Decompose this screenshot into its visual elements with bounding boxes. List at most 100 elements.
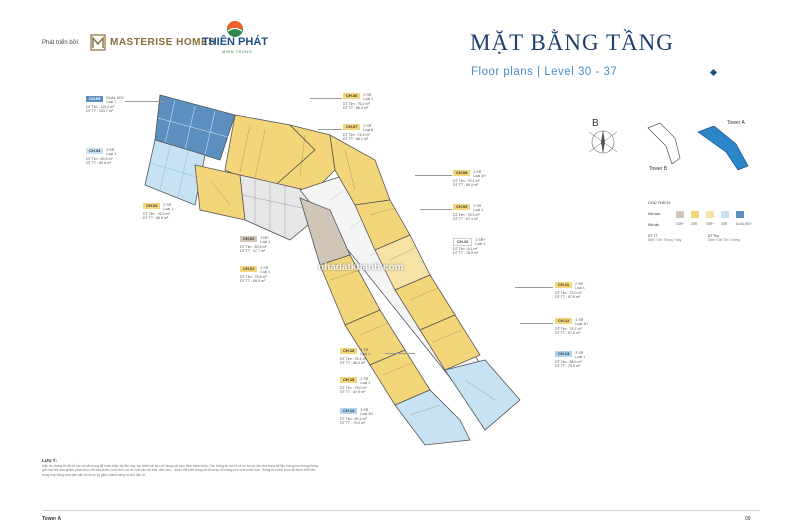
tower-a-shape (697, 125, 749, 171)
unit-id: CH.01 (240, 266, 258, 273)
unit-area-tt: DT TT : 47.7 m² (240, 249, 266, 254)
tower-b-shape (647, 122, 681, 165)
page-title: MẶT BẰNG TẦNG (470, 30, 674, 55)
unit-type: 2 SR (363, 93, 372, 97)
unit-ch12-area (419, 314, 481, 371)
unit-area-tt: DT TT : 79.6 m² (555, 364, 581, 369)
leader-line (420, 209, 452, 210)
unit-area-tt: DT TT : 66.1 m² (343, 137, 369, 142)
unit-subtype: Loại 1H (360, 412, 373, 417)
unit-area-tim: DT Tim : 89.1 m² (340, 416, 367, 421)
notes-body: Mặc dù chúng tôi đã nỗ lực và cẩn trọng … (42, 464, 319, 477)
legend-swatch (706, 211, 714, 218)
unit-ch04-area (144, 139, 206, 206)
unit-type: 2 SR (363, 124, 372, 128)
unit-area-tt: DT TT : 103.7 m² (86, 109, 114, 114)
unit-area-tt: DT TT : 67.4 m² (453, 217, 479, 222)
unit-id: CH.03 (143, 203, 161, 210)
notes-title: LƯU Ý: (42, 458, 58, 463)
leader-line (385, 353, 415, 354)
developer-name: MASTERISE HOMES (110, 37, 216, 48)
unit-subtype: Loại 6 (363, 128, 374, 133)
unit-area-tim: DT Tim : 89.5 m² (86, 156, 113, 161)
compass-letter: B (592, 118, 599, 129)
leader-line (520, 323, 553, 324)
legend-color-row-label: Mã màu (648, 212, 661, 216)
compass-icon (588, 130, 618, 154)
unit-area-tt: DT TT : 67.6 m² (555, 331, 581, 336)
legend-swatch (676, 211, 684, 218)
unit-subtype: Loại 1 (106, 152, 117, 157)
leader-line (318, 129, 342, 130)
developer-prefix: Phát triển bởi (42, 40, 78, 46)
unit-id: CH.12 (555, 318, 573, 325)
leader-line (125, 101, 165, 102)
tower-b-label: Tower B (649, 166, 668, 172)
room-lines (209, 124, 496, 416)
unit-subtype: Loại 1 (473, 208, 484, 213)
unit-area-tim: DT Tim : 75.1 m² (453, 178, 480, 183)
unit-id: CH.07 (343, 124, 361, 131)
leader-line (515, 287, 553, 288)
unit-subtype: Loại 1 (106, 100, 117, 105)
footer-tower: Tower A (42, 516, 62, 522)
unit-subtype: Loại 1H (575, 322, 588, 327)
key-plan (647, 122, 749, 171)
unit-subtype: Loại 1 (360, 352, 371, 357)
unit-type: 2 SR (360, 348, 369, 352)
unit-subtype: Loại 1 (575, 286, 585, 291)
legend-swatch (721, 211, 729, 218)
unit-area-tt: DT TT : 76.9 m² (453, 251, 479, 256)
unit-area-tt: DT TT : 79.9 m² (340, 421, 366, 426)
unit-type: 2 SR (260, 266, 269, 270)
masterise-logo-icon (90, 34, 106, 51)
unit-subtype: Loại 1 (363, 97, 374, 102)
unit-id: CH.15 (340, 377, 358, 384)
core-area (239, 174, 321, 241)
unit-area-tim: DT Tim : 75.1 m² (555, 326, 582, 331)
legend-dt-tim-desc: Diện Tích Tim Tường (708, 238, 741, 242)
legend-type-label: 3SR (721, 222, 728, 226)
unit-area-tim: DT Tim : 115.2 m² (86, 104, 115, 109)
unit-id: CH.10 (453, 238, 473, 247)
legend-type-row-label: Mã căn (648, 223, 660, 227)
unit-subtype: Loại 1 (260, 270, 271, 275)
unit-id: CH.06 (343, 93, 361, 100)
unit-subtype: Loại 1H (473, 174, 486, 179)
unit-area-tt: DT TT : 66.4 m² (343, 106, 369, 111)
legend-type-label: 2SR+ (706, 222, 715, 226)
unit-id: CH.04 (86, 148, 104, 155)
unit-type: 2 SR (360, 377, 369, 381)
legend-title: CHÚ THÍCH: (648, 200, 672, 205)
unit-area-tim: DT Tim : 88.9 m² (555, 359, 582, 364)
unit-subtype: Loại 1 (575, 355, 586, 360)
unit-ch14-area (394, 389, 471, 446)
unit-type: 3 SR (575, 351, 584, 355)
legend-dt-tt-desc: Diện Tích Thông Thuỷ (648, 238, 682, 242)
unit-area-tt: DT TT : 67.5 m² (340, 390, 366, 395)
floor-plan-drawing (144, 94, 521, 446)
tower-a-label: Tower A (727, 120, 745, 126)
diamond-icon (709, 68, 718, 77)
unit-area-tim: DT Tim : 75.0 m² (555, 290, 582, 295)
unit-area-tt: DT TT : 68.0 m² (240, 279, 266, 284)
legend-swatch (691, 211, 699, 218)
unit-subtype: Loại 1 (163, 207, 174, 212)
unit-area-tim: DT Tim : 52.8 m² (240, 244, 267, 249)
